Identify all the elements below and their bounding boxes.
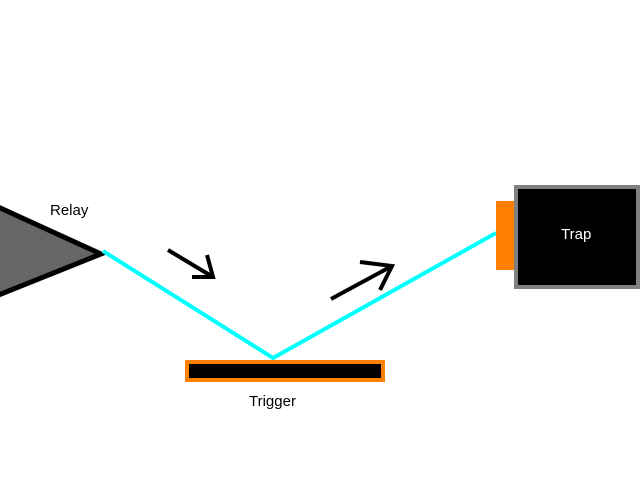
relay-label: Relay [50, 202, 89, 219]
trap-label: Trap [561, 226, 592, 243]
arrow-down-right-icon [166, 248, 216, 279]
light-beam [101, 231, 497, 361]
arrow-up-right-icon [330, 260, 396, 301]
trap-port [496, 201, 514, 270]
trigger-label: Trigger [249, 393, 296, 410]
trap-box[interactable] [514, 185, 640, 289]
relay-prism[interactable] [0, 205, 108, 298]
trigger-plate[interactable] [185, 360, 385, 382]
